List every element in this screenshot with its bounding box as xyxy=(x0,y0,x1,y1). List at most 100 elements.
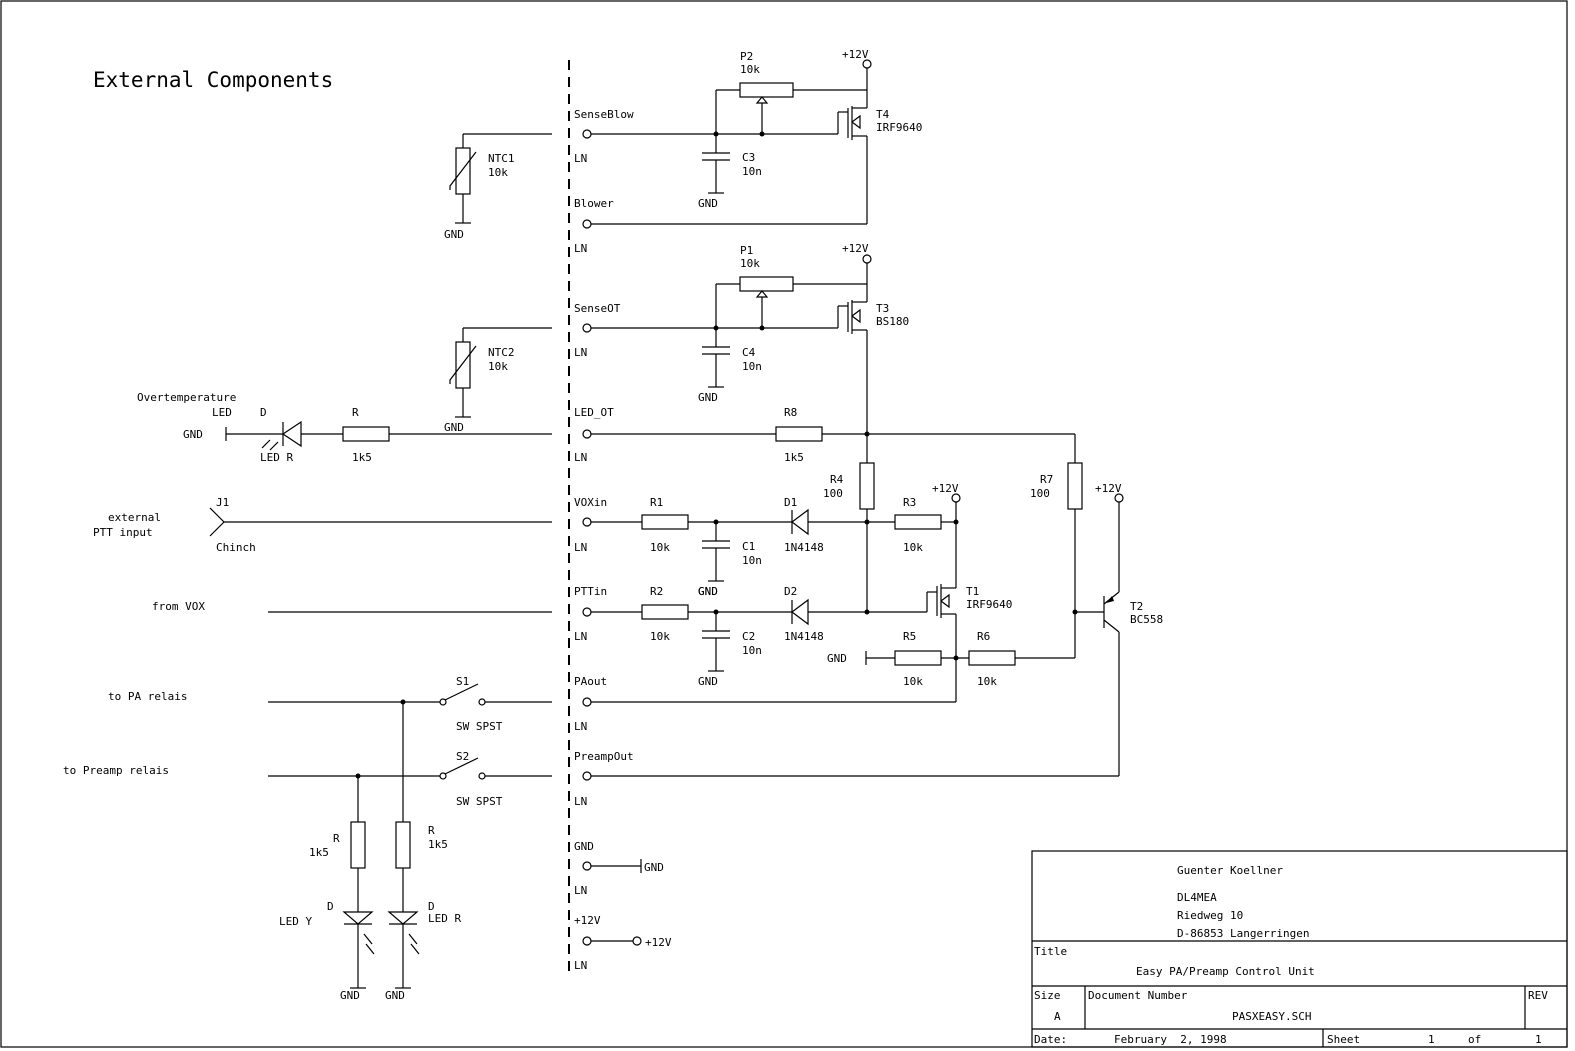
gnd-label: GND xyxy=(340,989,360,1002)
c4-ref: C4 xyxy=(742,346,756,359)
gnd-label: GND xyxy=(644,861,664,874)
r2-ref: R2 xyxy=(650,585,663,598)
s1-ref: S1 xyxy=(456,675,469,688)
r7 xyxy=(1067,462,1083,510)
s2-ref: S2 xyxy=(456,750,469,763)
rev-label: REV xyxy=(1528,989,1548,1002)
t3-ref: T3 xyxy=(876,302,889,315)
r3-ref: R3 xyxy=(903,496,916,509)
c3-ref: C3 xyxy=(742,151,755,164)
gnd-label: GND xyxy=(444,421,464,434)
chinch-label: Chinch xyxy=(216,541,256,554)
r2-val: 10k xyxy=(650,630,670,643)
title-block: Guenter Koellner DL4MEA Riedweg 10 D-868… xyxy=(1031,850,1568,1048)
ntc1-ref: NTC1 xyxy=(488,152,515,165)
r-r-val: 1k5 xyxy=(428,838,448,851)
r4-val: 100 xyxy=(823,487,843,500)
of-label: of xyxy=(1468,1033,1481,1046)
c1-val: 10n xyxy=(742,554,762,567)
r4 xyxy=(859,462,875,510)
r5-ref: R5 xyxy=(903,630,916,643)
pttin-row: from VOX PTTin LN R2 10k C2 10n GND GND … xyxy=(152,482,1163,776)
led-label: LED xyxy=(212,406,232,419)
r7-ref: R7 xyxy=(1040,473,1053,486)
ln-label: LN xyxy=(574,346,587,359)
size-label: Size xyxy=(1034,989,1061,1002)
c2-ref: C2 xyxy=(742,630,755,643)
r8-val: 1k5 xyxy=(784,451,804,464)
r-val: 1k5 xyxy=(352,451,372,464)
r8 xyxy=(775,426,823,442)
ln-label: LN xyxy=(574,152,587,165)
pin-12v: +12V xyxy=(574,914,601,927)
pin-senseot: SenseOT xyxy=(574,302,621,315)
vcc-label: +12V xyxy=(1095,482,1122,495)
vcc-label: +12V xyxy=(932,482,959,495)
pin-led-ot: LED_OT xyxy=(574,406,614,419)
r-r-ref: R xyxy=(428,824,435,837)
r8-ref: R8 xyxy=(784,406,797,419)
p2-ref: P2 xyxy=(740,50,753,63)
j1-ref: J1 xyxy=(216,496,229,509)
size-value: A xyxy=(1054,1010,1061,1023)
r5-val: 10k xyxy=(903,675,923,688)
ntc2-ref: NTC2 xyxy=(488,346,515,359)
led-ot-row: Overtemperature LED D GND LED R R 1k5 LE… xyxy=(137,391,1083,658)
s1-val: SW SPST xyxy=(456,720,503,733)
r6-ref: R6 xyxy=(977,630,990,643)
r-led-r xyxy=(395,821,411,869)
p1-ref: P1 xyxy=(740,244,753,257)
r5 xyxy=(894,650,942,666)
r1-ref: R1 xyxy=(650,496,663,509)
of-value: 1 xyxy=(1535,1033,1542,1046)
p2 xyxy=(739,82,794,98)
sheet-label: Sheet xyxy=(1327,1033,1360,1046)
d-y-ref: D xyxy=(327,900,334,913)
r6 xyxy=(968,650,1016,666)
city: D-86853 Langerringen xyxy=(1177,927,1309,940)
sheet-title: External Components xyxy=(93,68,333,92)
sheet-value: 1 xyxy=(1428,1033,1435,1046)
t1-ref: T1 xyxy=(966,585,979,598)
t3-val: BS180 xyxy=(876,315,909,328)
t2-val: BC558 xyxy=(1130,613,1163,626)
d-y-val: LED Y xyxy=(279,915,312,928)
r7-val: 100 xyxy=(1030,487,1050,500)
gnd-label: GND xyxy=(444,228,464,241)
d-r-val: LED R xyxy=(428,912,461,925)
title-label: Title xyxy=(1034,945,1067,958)
c4-val: 10n xyxy=(742,360,762,373)
gnd-label: GND xyxy=(698,675,718,688)
gnd-label: GND xyxy=(183,428,203,441)
c3-val: 10n xyxy=(742,165,762,178)
pin-voxin: VOXin xyxy=(574,496,607,509)
ntc1-val: 10k xyxy=(488,166,508,179)
external-label: external xyxy=(108,511,161,524)
gnd-label: GND xyxy=(698,585,718,598)
ntc2 xyxy=(455,341,471,389)
gnd-label: GND xyxy=(698,585,718,598)
r6-val: 10k xyxy=(977,675,997,688)
t4-ref: T4 xyxy=(876,108,890,121)
d1-val: 1N4148 xyxy=(784,541,824,554)
r-ref: R xyxy=(352,406,359,419)
r1-val: 10k xyxy=(650,541,670,554)
ntc2-val: 10k xyxy=(488,360,508,373)
ln-label: LN xyxy=(574,630,587,643)
drawing-title: Easy PA/Preamp Control Unit xyxy=(1136,965,1315,978)
vcc-label: +12V xyxy=(645,936,672,949)
s2-val: SW SPST xyxy=(456,795,503,808)
vcc-label: +12V xyxy=(842,48,869,61)
r-y-ref: R xyxy=(333,832,340,845)
r3 xyxy=(894,514,942,530)
r-led xyxy=(342,426,390,442)
author: Guenter Koellner xyxy=(1177,864,1283,877)
from-vox-label: from VOX xyxy=(152,600,205,613)
ln-label: LN xyxy=(574,242,587,255)
d2-val: 1N4148 xyxy=(784,630,824,643)
gnd-label: GND xyxy=(827,652,847,665)
d1-ref: D1 xyxy=(784,496,797,509)
c2-val: 10n xyxy=(742,644,762,657)
pin-senseblow: SenseBlow xyxy=(574,108,634,121)
